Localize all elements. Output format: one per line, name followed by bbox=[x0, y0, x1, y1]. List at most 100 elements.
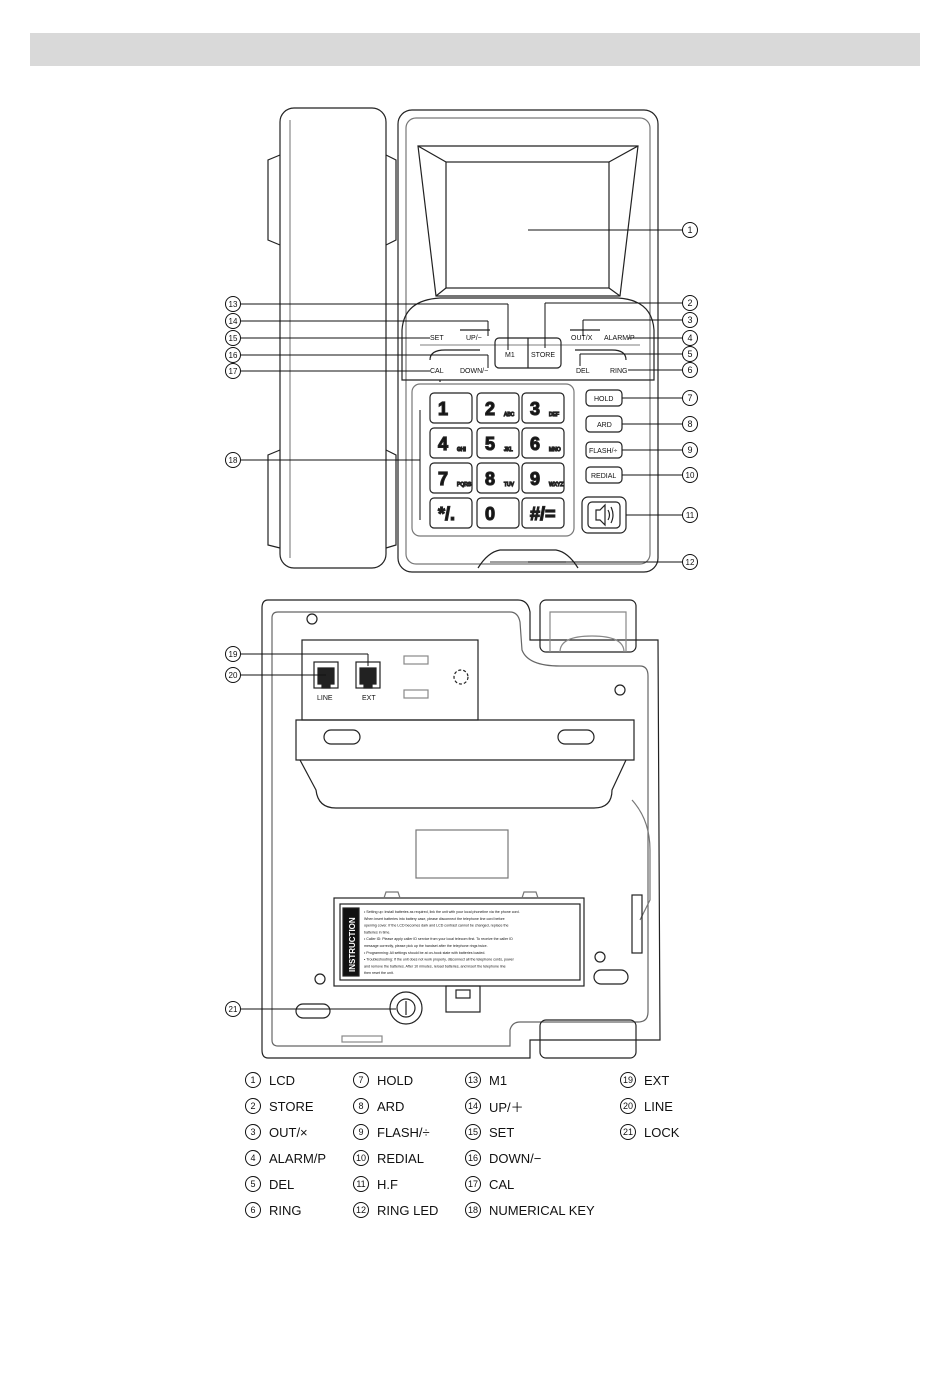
legend-label: LINE bbox=[644, 1098, 673, 1114]
legend-label: M1 bbox=[489, 1072, 508, 1088]
callout-16: 16 bbox=[225, 347, 241, 363]
svg-text:10: 10 bbox=[686, 471, 695, 480]
back-view bbox=[261, 599, 661, 1059]
keypad-letters: GHI bbox=[457, 447, 466, 453]
svg-text:9: 9 bbox=[687, 445, 692, 455]
svg-text:1: 1 bbox=[687, 225, 692, 235]
legend-number: 3 bbox=[245, 1124, 261, 1140]
keypad-digit: 8 bbox=[485, 469, 495, 489]
svg-text:11: 11 bbox=[686, 511, 695, 520]
legend-label: STORE bbox=[269, 1098, 314, 1114]
legend-item-12: 12 RING LED bbox=[353, 1200, 438, 1220]
instruction-title: INSTRUCTION bbox=[348, 917, 357, 972]
legend-label: DEL bbox=[269, 1176, 295, 1192]
legend-item-1: 1 LCD bbox=[245, 1070, 295, 1090]
redial-button-label: REDIAL bbox=[591, 473, 616, 480]
instruction-line: then reset the unit. bbox=[364, 971, 394, 975]
legend-number: 11 bbox=[353, 1176, 369, 1192]
legend-label: OUT/× bbox=[269, 1124, 308, 1140]
legend-number: 1 bbox=[245, 1072, 261, 1088]
callout-19: 19 bbox=[225, 646, 241, 662]
ring-button-label: RING bbox=[610, 368, 628, 375]
del-button-label: DEL bbox=[576, 368, 590, 375]
legend-label: LCD bbox=[269, 1072, 296, 1088]
legend-label: LOCK bbox=[644, 1124, 680, 1140]
callout-1: 1 bbox=[682, 222, 698, 238]
legend-number: 16 bbox=[465, 1150, 481, 1166]
keypad-letters: PQRS bbox=[457, 482, 472, 488]
legend-label: ARD bbox=[377, 1098, 405, 1114]
legend-label: REDIAL bbox=[377, 1150, 424, 1166]
keypad-key: */. bbox=[429, 497, 473, 529]
legend-label: CAL bbox=[489, 1176, 515, 1192]
legend-number: 13 bbox=[465, 1072, 481, 1088]
ext-jack-label: EXT bbox=[362, 695, 376, 702]
svg-text:13: 13 bbox=[229, 300, 238, 309]
callout-20: 20 bbox=[225, 667, 241, 683]
svg-text:19: 19 bbox=[229, 650, 238, 659]
down-button-label: DOWN/− bbox=[460, 368, 488, 375]
callout-5: 5 bbox=[682, 346, 698, 362]
svg-text:6: 6 bbox=[687, 365, 692, 375]
keypad-letters: DEF bbox=[549, 412, 559, 418]
instruction-line: • Troubleshooting: If the unit does not … bbox=[364, 958, 515, 962]
keypad-digit: 5 bbox=[485, 434, 495, 454]
instruction-line: and remove the batteries. After 10 minut… bbox=[364, 964, 506, 968]
legend-item-3: 3 OUT/× bbox=[245, 1122, 308, 1142]
svg-text:2: 2 bbox=[687, 298, 692, 308]
keypad-digit: 2 bbox=[485, 399, 495, 419]
callout-8: 8 bbox=[682, 416, 698, 432]
svg-text:5: 5 bbox=[687, 349, 692, 359]
callout-14: 14 bbox=[225, 313, 241, 329]
callout-11: 11 bbox=[682, 507, 698, 523]
keypad-digit: 6 bbox=[530, 434, 540, 454]
legend-number: 6 bbox=[245, 1202, 261, 1218]
lcd-screen bbox=[417, 145, 639, 297]
keypad-letters: WXYZ bbox=[549, 482, 563, 488]
hold-button-label: HOLD bbox=[594, 396, 613, 403]
keypad-digit: 9 bbox=[530, 469, 540, 489]
keypad-letters: ABC bbox=[504, 412, 515, 418]
legend-number: 12 bbox=[353, 1202, 369, 1218]
legend-label: UP/＋ bbox=[489, 1099, 524, 1115]
flash-button-label: FLASH/÷ bbox=[589, 448, 618, 455]
legend-item-17: 17 CAL bbox=[465, 1174, 514, 1194]
keypad-letters: MNO bbox=[549, 447, 561, 453]
svg-text:7: 7 bbox=[687, 393, 692, 403]
instruction-line: • Setting up: Install batteries as requi… bbox=[364, 910, 520, 914]
legend-label: DOWN/− bbox=[489, 1150, 542, 1166]
callout-4: 4 bbox=[682, 330, 698, 346]
legend-number: 17 bbox=[465, 1176, 481, 1192]
keypad-digit: 1 bbox=[438, 399, 448, 419]
instruction-line: batteries in time. bbox=[364, 930, 390, 934]
legend-number: 4 bbox=[245, 1150, 261, 1166]
ard-button-label: ARD bbox=[597, 422, 612, 429]
keypad-digit: 0 bbox=[485, 504, 495, 524]
legend-label: RING LED bbox=[377, 1202, 439, 1218]
legend-number: 7 bbox=[353, 1072, 369, 1088]
instruction-line: • Programming: All settings should be at… bbox=[364, 951, 485, 955]
up-button-label: UP/− bbox=[466, 335, 482, 342]
legend-item-13: 13 M1 bbox=[465, 1070, 507, 1090]
legend-label: H.F bbox=[377, 1176, 398, 1192]
phone-base bbox=[397, 109, 659, 573]
ring-led bbox=[477, 549, 579, 569]
